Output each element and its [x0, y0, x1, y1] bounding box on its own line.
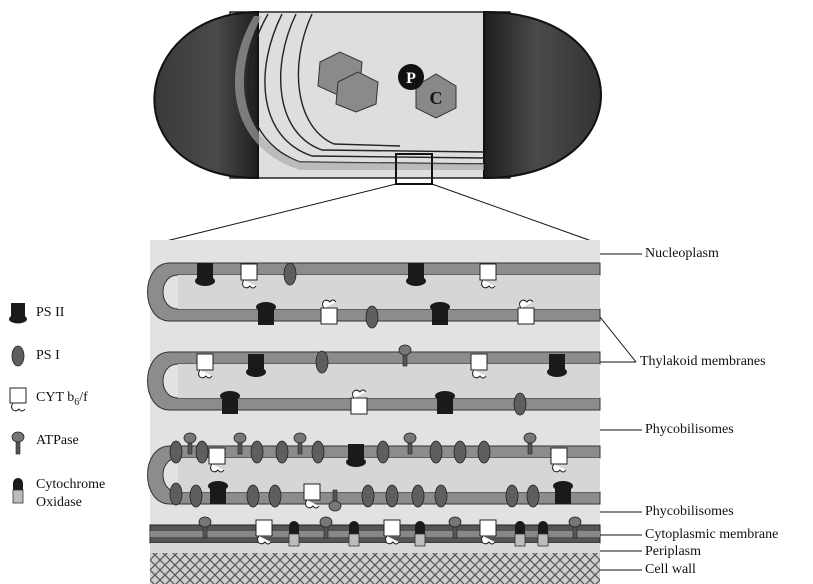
legend-cyt-main: CYT b — [36, 390, 74, 405]
ps2-complex — [208, 481, 228, 504]
legend-oxidase-label-2: Oxidase — [36, 494, 82, 511]
ps2-complex — [346, 444, 366, 467]
label-nucleoplasm: Nucleoplasm — [645, 246, 719, 262]
ps2-complex — [246, 354, 266, 377]
cell-wall-band — [150, 553, 600, 584]
legend-oxidase-label-1: Cytochrome — [36, 476, 105, 493]
label-thylakoid-membranes: Thylakoid membranes — [640, 354, 766, 370]
ps1-complex — [506, 485, 518, 507]
polyphosphate-letter: P — [406, 70, 416, 87]
ps1-complex — [190, 485, 202, 507]
ps1-complex — [430, 441, 442, 463]
cytochrome-oxidase-complex — [349, 521, 359, 546]
membrane-detail-panel — [148, 240, 601, 584]
carboxysome-letter: C — [430, 88, 443, 108]
legend-cyt-icon — [10, 388, 26, 411]
ps1-complex — [527, 485, 539, 507]
ps1-complex — [316, 351, 328, 373]
cell-body: C P — [154, 12, 601, 244]
legend-ps2-label: PS II — [36, 304, 64, 321]
periplasm-band — [150, 543, 600, 553]
cytochrome-oxidase-complex — [415, 521, 425, 546]
cytochrome-oxidase-complex — [515, 521, 525, 546]
legend-ps1-label: PS I — [36, 347, 60, 364]
ps1-complex — [170, 441, 182, 463]
ps2-complex — [256, 302, 276, 325]
label-cell-wall: Cell wall — [645, 562, 696, 578]
ps1-complex — [276, 441, 288, 463]
ps2-complex — [220, 391, 240, 414]
cytochrome-oxidase-complex — [538, 521, 548, 546]
ps1-complex — [478, 441, 490, 463]
ps1-complex — [362, 485, 374, 507]
ps1-complex — [366, 306, 378, 328]
ps1-complex — [251, 441, 263, 463]
label-periplasm: Periplasm — [645, 544, 701, 560]
legend-icons — [9, 303, 27, 503]
ps1-complex — [514, 393, 526, 415]
label-phycobilisomes-1: Phycobilisomes — [645, 422, 734, 438]
legend-ps1-icon — [12, 346, 24, 366]
label-phycobilisomes-2: Phycobilisomes — [645, 504, 734, 520]
legend-cyt-label: CYT b6/f — [36, 389, 88, 411]
legend-ps2-icon — [9, 303, 27, 324]
thylakoid-pair-2 — [148, 352, 601, 410]
ps2-complex — [406, 263, 426, 286]
ps2-complex — [195, 263, 215, 286]
label-leaders — [600, 254, 642, 570]
right-cell-cap — [484, 12, 601, 178]
ps1-complex — [312, 441, 324, 463]
ps1-complex — [386, 485, 398, 507]
ps2-complex — [435, 391, 455, 414]
ps1-complex — [247, 485, 259, 507]
ps2-complex — [430, 302, 450, 325]
ps1-complex — [269, 485, 281, 507]
ps1-complex — [377, 441, 389, 463]
ps1-complex — [170, 483, 182, 505]
ps2-complex — [547, 354, 567, 377]
ps2-complex — [553, 481, 573, 504]
legend-cyt-end: /f — [79, 390, 88, 405]
ps1-complex — [284, 263, 296, 285]
ps1-complex — [412, 485, 424, 507]
label-cytoplasmic-membrane: Cytoplasmic membrane — [645, 527, 778, 543]
ps1-complex — [454, 441, 466, 463]
ps1-complex — [435, 485, 447, 507]
ps1-complex — [196, 441, 208, 463]
legend-oxidase-icon — [13, 478, 23, 503]
legend-atpase-label: ATPase — [36, 432, 79, 449]
cytochrome-oxidase-complex — [289, 521, 299, 546]
legend-atpase-icon — [12, 432, 24, 454]
